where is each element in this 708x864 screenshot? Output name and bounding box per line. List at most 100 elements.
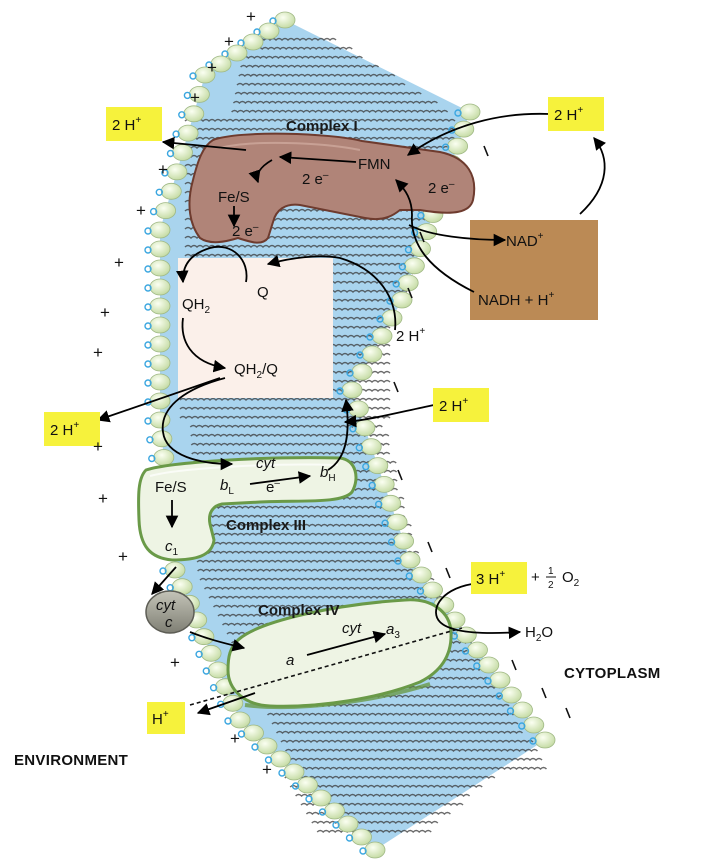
lipid-glycerol-dot bbox=[332, 821, 340, 829]
lipid-head bbox=[256, 737, 278, 755]
bh-label: bH bbox=[320, 464, 336, 484]
lipid-tail bbox=[289, 757, 543, 762]
nad-label: NAD+ bbox=[506, 231, 544, 250]
lipid-glycerol-dot bbox=[251, 743, 259, 751]
lipid-head bbox=[422, 581, 443, 599]
lipid-glycerol-dot bbox=[392, 280, 400, 288]
q-label: Q bbox=[257, 284, 269, 301]
lipid-glycerol-dot bbox=[195, 650, 203, 658]
lipid-tail bbox=[234, 91, 422, 96]
lipid-tail bbox=[275, 730, 524, 735]
lipid-glycerol-dot bbox=[387, 538, 396, 546]
lipid-glycerol-dot bbox=[394, 557, 402, 565]
lipid-tail bbox=[240, 64, 380, 69]
lipid-head bbox=[229, 711, 251, 729]
a3-label: a3 bbox=[386, 621, 400, 641]
oxygen-label: O2 bbox=[562, 569, 580, 589]
lipid-glycerol-dot bbox=[209, 684, 218, 692]
minus-sign bbox=[445, 567, 451, 579]
lipid-glycerol-dot bbox=[148, 454, 156, 463]
lipid-glycerol-dot bbox=[404, 245, 413, 254]
arrow-bl-bh bbox=[249, 471, 312, 485]
plus-sign: + bbox=[170, 653, 180, 672]
lipid-head bbox=[155, 202, 177, 220]
lipid-glycerol-dot bbox=[144, 303, 152, 311]
qh2-label: QH2 bbox=[182, 296, 211, 316]
lipid-glycerol-dot bbox=[506, 707, 515, 715]
lipid-glycerol-dot bbox=[346, 369, 354, 377]
lipid-glycerol-dot bbox=[144, 417, 152, 425]
lipid-tail bbox=[208, 595, 444, 600]
lipid-head bbox=[381, 309, 403, 327]
lipid-glycerol-dot bbox=[144, 341, 152, 349]
lipid-head bbox=[455, 626, 477, 644]
arrow-2h-right-to-fmn bbox=[406, 112, 551, 156]
lipid-tail bbox=[197, 568, 421, 573]
lipid-glycerol-dot bbox=[381, 519, 389, 527]
lipid-glycerol-dot bbox=[529, 737, 537, 745]
lipid-head bbox=[153, 449, 175, 466]
lipid-head bbox=[270, 750, 291, 768]
two-h-right-label: 2 H+ bbox=[396, 326, 425, 345]
complex-iv-title: Complex IV bbox=[258, 602, 340, 619]
two-e-right: 2 e– bbox=[428, 179, 455, 197]
quinone-pool-box bbox=[178, 258, 333, 398]
lipid-tail bbox=[184, 244, 420, 249]
arrow-2h-to-q bbox=[266, 254, 397, 331]
lipid-head bbox=[149, 297, 171, 315]
svg-text:3 H+: 3 H+ bbox=[476, 569, 505, 588]
lipid-glycerol-dot bbox=[144, 227, 152, 235]
water-label: H2O bbox=[525, 624, 553, 644]
lipid-tail bbox=[271, 721, 519, 726]
lipid-head bbox=[149, 259, 171, 277]
svg-text:H+: H+ bbox=[152, 709, 169, 728]
plus-sign: + bbox=[100, 303, 110, 322]
minus-sign bbox=[541, 687, 547, 699]
lipid-head bbox=[467, 641, 488, 659]
lipid-glycerol-dot bbox=[359, 847, 367, 855]
lipid-tail bbox=[293, 766, 548, 771]
arrow-c1-to-cytc bbox=[151, 566, 177, 595]
lipid-head bbox=[403, 257, 425, 275]
lipid-head bbox=[380, 494, 402, 512]
lipid-glycerol-dot bbox=[368, 481, 376, 490]
lipid-tail bbox=[289, 784, 483, 789]
lipid-glycerol-dot bbox=[188, 634, 196, 642]
h-boxes: 2 H+ 2 H+ 2 H+ 2 H+ H+ 3 H+ bbox=[44, 97, 604, 734]
arrow-paths bbox=[96, 112, 607, 716]
lipid-head bbox=[243, 724, 264, 742]
lipid-head bbox=[149, 240, 171, 258]
lipid-head bbox=[393, 532, 415, 550]
lipid-head bbox=[310, 789, 332, 807]
lipid-head bbox=[534, 731, 556, 749]
lipid-glycerol-dot bbox=[166, 149, 175, 158]
lipid-glycerol-dot bbox=[149, 207, 158, 216]
lipid-tail bbox=[284, 748, 539, 753]
two-e-top: 2 e– bbox=[302, 170, 329, 188]
lipid-glycerol-dot bbox=[291, 782, 300, 790]
lipid-head bbox=[489, 671, 511, 689]
arrow-a-to-a3 bbox=[306, 630, 387, 656]
lipid-tail bbox=[196, 550, 420, 555]
plus-sign: + bbox=[118, 547, 128, 566]
lipid-head bbox=[361, 345, 383, 363]
arrow-fmn-to-nad bbox=[408, 224, 507, 247]
lipid-glycerol-dot bbox=[441, 143, 450, 151]
lipid-glycerol-dot bbox=[417, 211, 425, 220]
lipid-glycerol-dot bbox=[159, 567, 167, 575]
h-box-top-left bbox=[106, 107, 162, 141]
half-fraction: 1 2 bbox=[546, 566, 556, 591]
cyt-b-label: cyt bbox=[256, 455, 276, 472]
lipid-head bbox=[226, 44, 248, 62]
lipid-glycerol-dot bbox=[461, 647, 470, 655]
lipid-head bbox=[523, 716, 545, 734]
arrow-qh2-down bbox=[181, 317, 227, 373]
lipid-tail bbox=[284, 775, 496, 780]
lipid-tail bbox=[184, 118, 456, 123]
h-box-top-right bbox=[548, 97, 604, 131]
lipid-head bbox=[194, 66, 216, 84]
lipid-heads-inner bbox=[336, 103, 556, 749]
arrow-cytc-to-complex4 bbox=[189, 631, 246, 652]
lipid-head bbox=[188, 86, 210, 103]
